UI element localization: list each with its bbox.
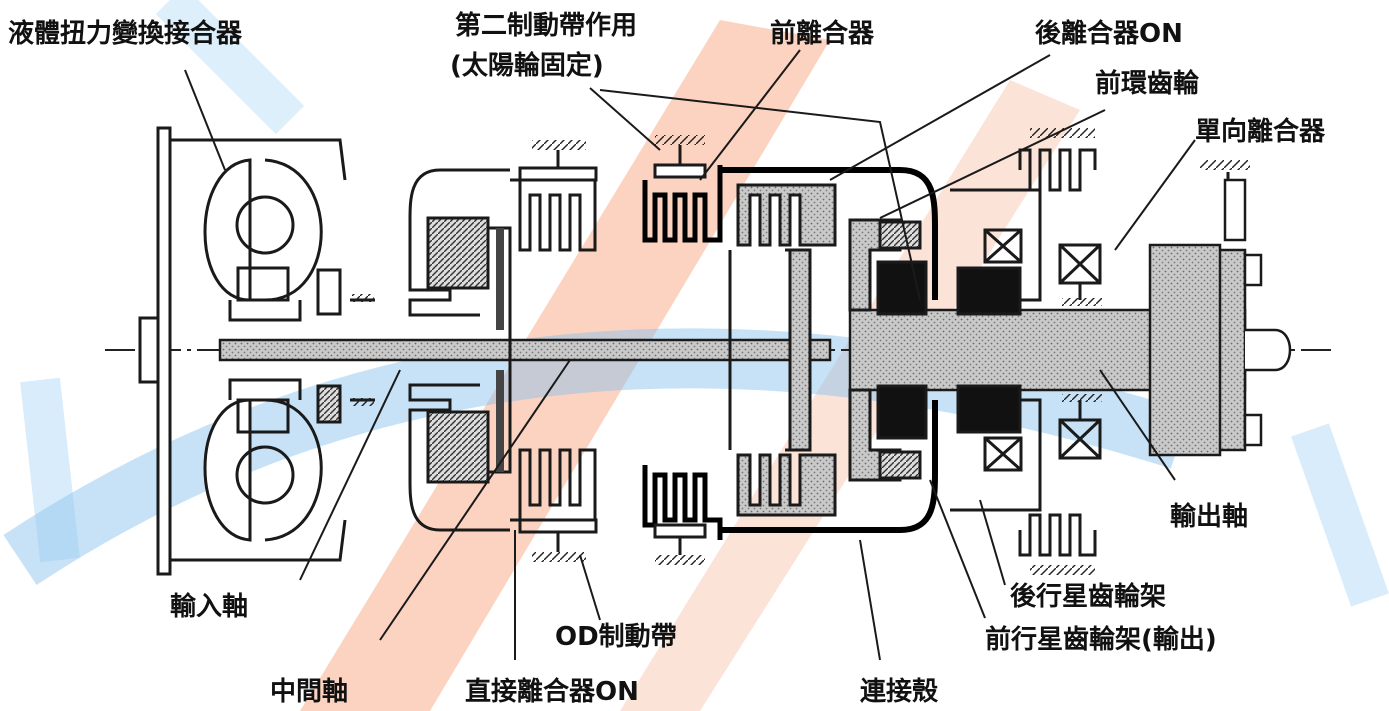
front-clutch [642, 135, 723, 565]
label-front-ring-gear: 前環齒輪 [1095, 68, 1200, 99]
label-one-way-clutch: 單向離合器 [1195, 116, 1326, 147]
od-clutch [510, 140, 598, 562]
torque-converter [138, 126, 375, 576]
shafts [218, 178, 1292, 457]
label-direct-clutch-on: 直接離合器ON [465, 676, 639, 707]
label-connecting-shell: 連接殼 [860, 677, 939, 707]
label-torque-converter: 液體扭力變換接合器 [8, 18, 243, 49]
label-output-shaft: 輸出軸 [1170, 501, 1248, 532]
label-rear-clutch-on: 後離合器ON [1035, 18, 1183, 49]
label-intermediate-shaft: 中間軸 [270, 676, 348, 707]
label-front-planet-carrier: 前行星齒輪架(輸出) [985, 624, 1217, 655]
front-planetary [848, 218, 1022, 482]
label-second-brake-band: 第二制動帶作用 [455, 10, 637, 41]
rear-planetary [950, 128, 1250, 575]
labels: 液體扭力變換接合器 第二制動帶作用 (太陽輪固定) 前離合器 後離合器ON 前環… [8, 10, 1326, 707]
label-rear-planet-carrier: 後行星齒輪架 [1010, 581, 1166, 612]
rear-clutch [720, 167, 938, 533]
leader-lines [184, 49, 1196, 661]
label-od-brake-band: OD制動帶 [555, 622, 677, 652]
label-sun-gear-fixed: (太陽輪固定) [450, 50, 604, 81]
direct-clutch-drum [408, 168, 512, 532]
label-front-clutch: 前離合器 [770, 18, 875, 49]
label-input-shaft: 輸入軸 [170, 591, 248, 622]
